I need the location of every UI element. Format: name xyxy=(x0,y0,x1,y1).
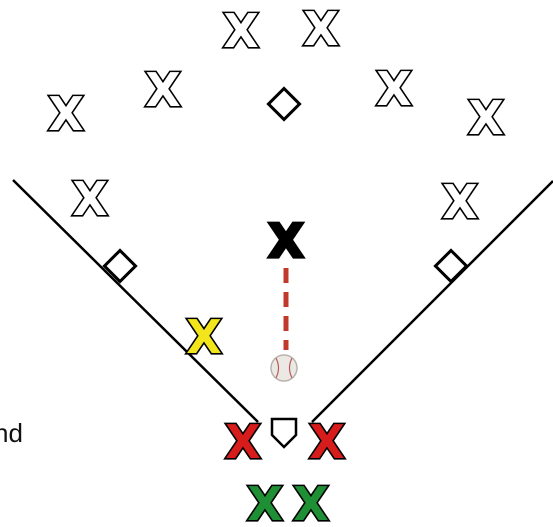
third-base-icon xyxy=(104,250,135,281)
left-center-fielder-mark: X xyxy=(145,63,180,117)
right-center-fielder-mark: X xyxy=(376,62,411,116)
home-plate-icon xyxy=(272,419,296,447)
on-deck-left-mark: X xyxy=(247,477,282,527)
third-base-coach-mark: X xyxy=(186,310,221,364)
cropped-edge-text: nd xyxy=(0,418,23,449)
batter-right-mark: X xyxy=(309,415,344,469)
baseball-icon xyxy=(271,355,297,381)
pitcher-mark: X xyxy=(268,214,303,268)
right-fielder-mark: X xyxy=(468,91,503,145)
center-fielder-left-mark: X xyxy=(223,4,258,58)
right-foul-line xyxy=(312,181,553,422)
center-fielder-right-mark: X xyxy=(303,2,338,56)
left-fielder-mark: X xyxy=(48,87,83,141)
third-baseman-mark: X xyxy=(72,172,107,226)
batter-left-mark: X xyxy=(225,415,260,469)
on-deck-right-mark: X xyxy=(293,477,328,527)
second-base-icon xyxy=(268,88,299,119)
first-base-icon xyxy=(435,250,466,281)
first-baseman-mark: X xyxy=(442,175,477,229)
left-foul-line xyxy=(13,180,258,422)
